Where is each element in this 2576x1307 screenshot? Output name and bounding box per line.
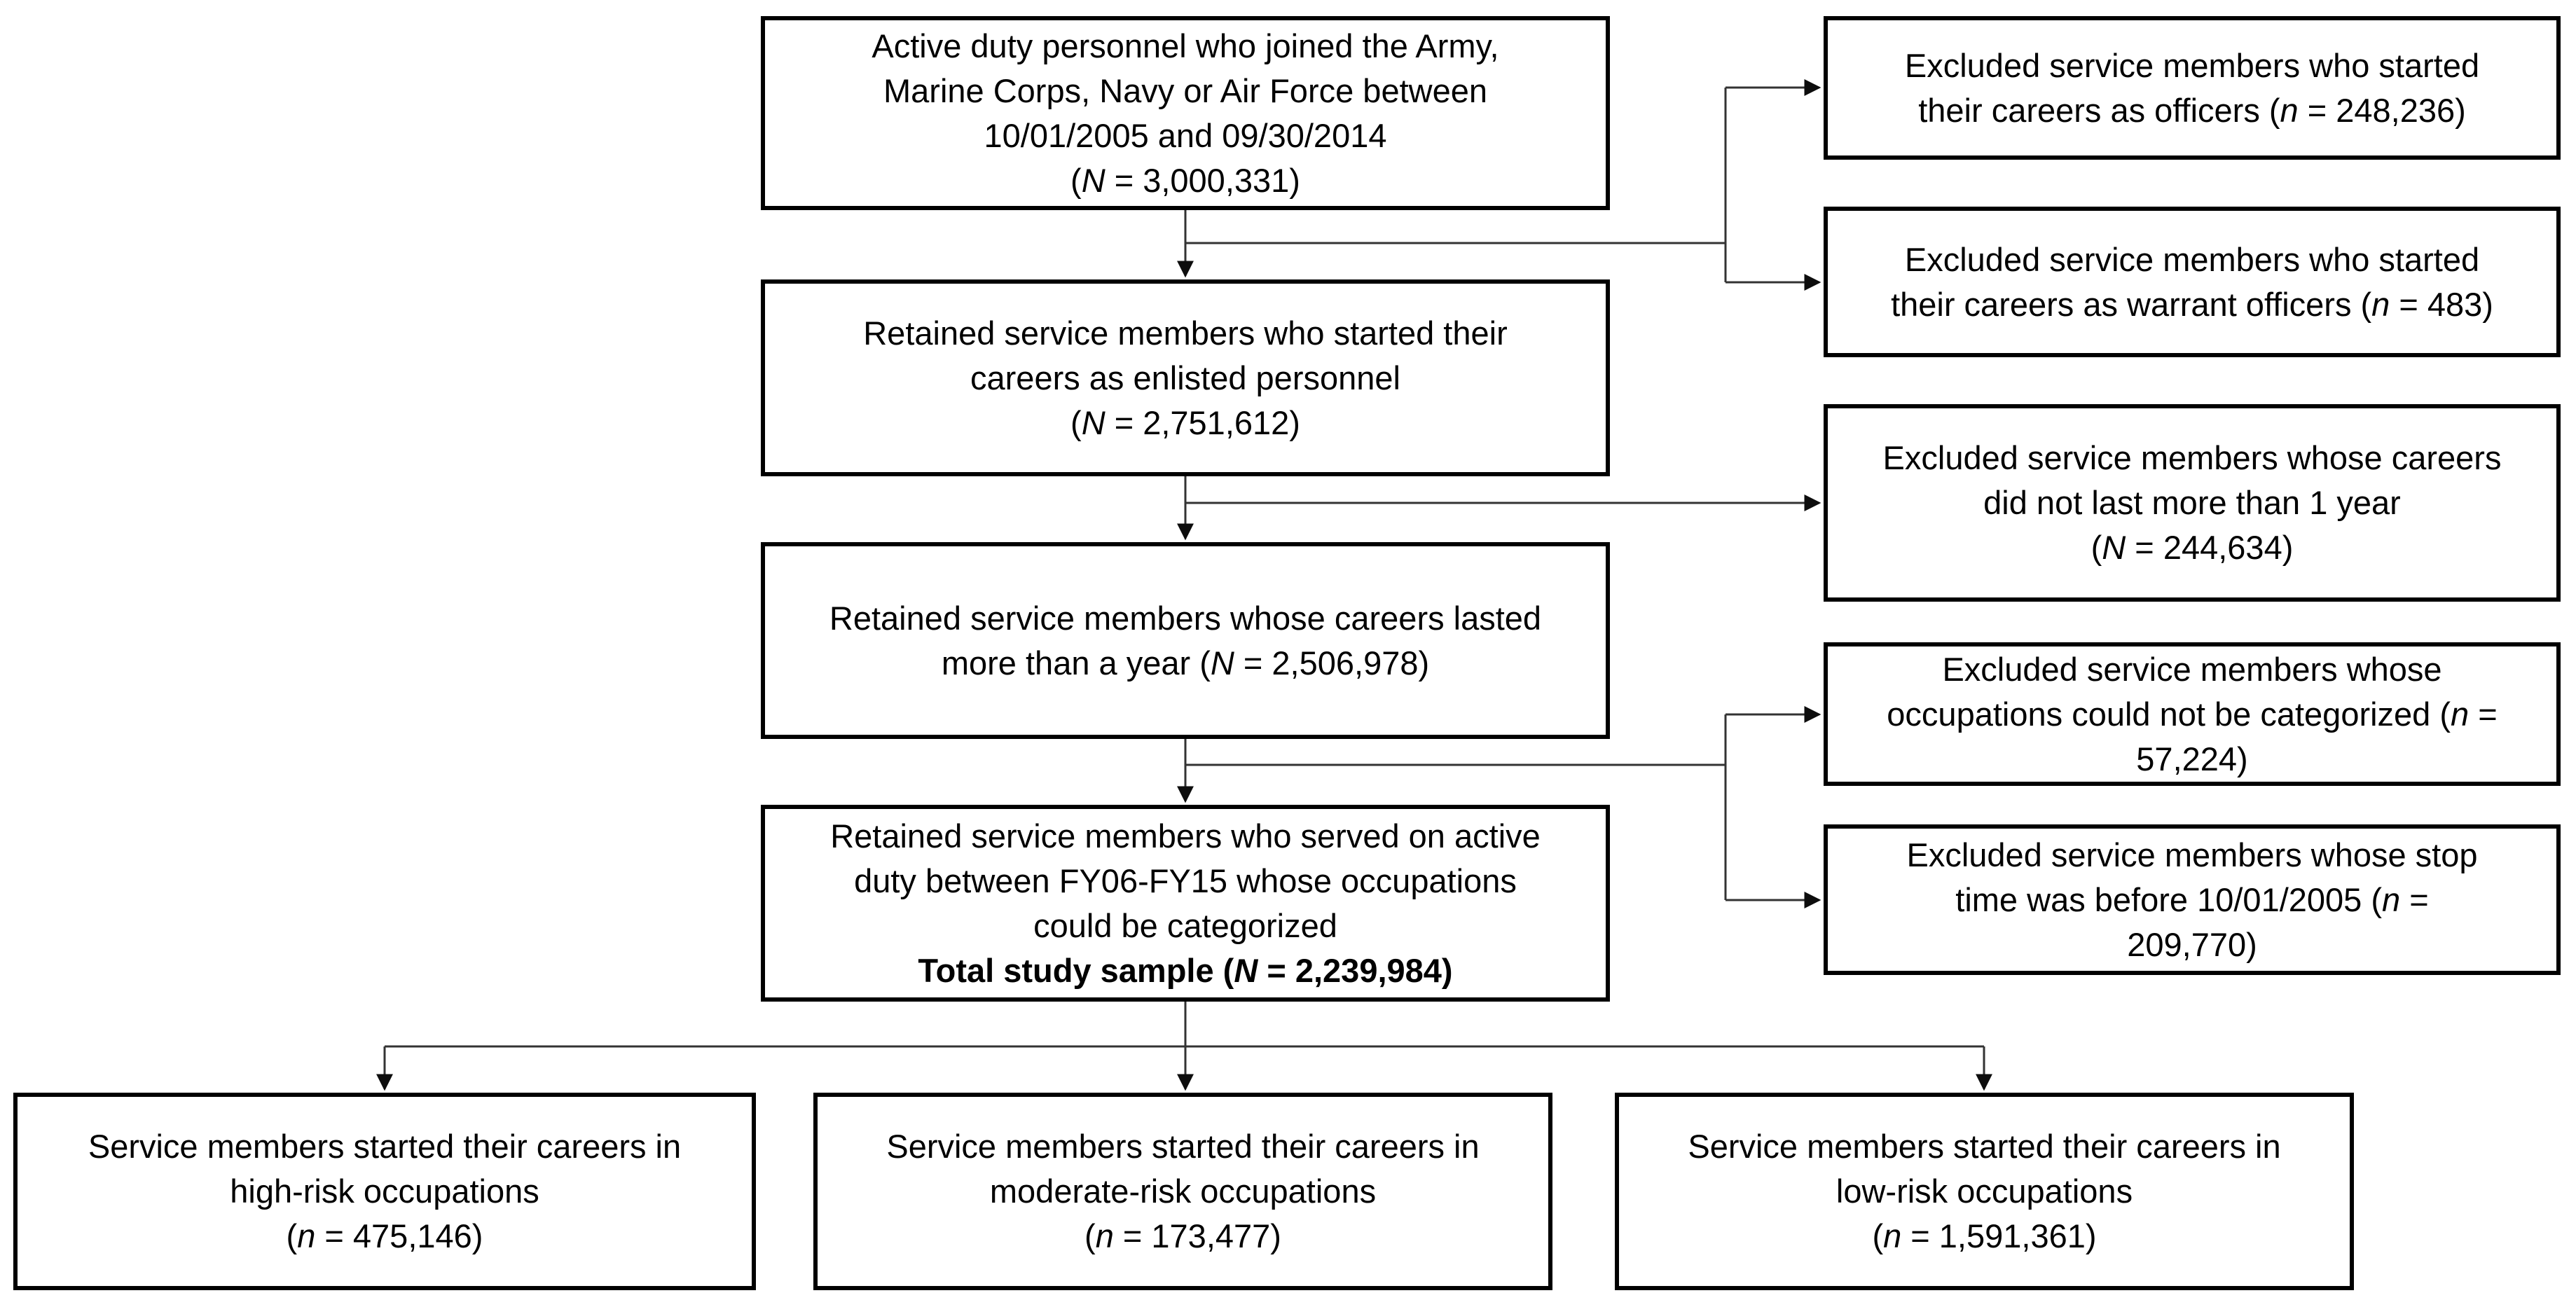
text-line: Service members started their careers in: [88, 1128, 682, 1165]
text-line: (n = 173,477): [1084, 1217, 1281, 1254]
box-total-study-sample: Retained service members who served on a…: [761, 805, 1610, 1002]
box-excluded-uncategorized-occupations: Excluded service members whose occupation…: [1824, 642, 2561, 786]
text-line: Excluded service members whose stop: [1906, 836, 2478, 873]
text-line: (n = 1,591,361): [1872, 1217, 2097, 1254]
text-line: Retained service members who served on a…: [830, 817, 1541, 855]
text-line: occupations could not be categorized (n …: [1887, 695, 2498, 733]
box-moderate-risk-occupations: Service members started their careers in…: [813, 1093, 1552, 1290]
text-line: careers as enlisted personnel: [970, 359, 1400, 396]
text-line: their careers as warrant officers (n = 4…: [1891, 285, 2493, 323]
box-high-risk-occupations: Service members started their careers in…: [13, 1093, 756, 1290]
box-excluded-short-careers: Excluded service members whose careers di…: [1824, 404, 2561, 602]
text-line: Excluded service members who started: [1904, 240, 2480, 278]
text-line: Active duty personnel who joined the Arm…: [872, 27, 1499, 64]
text-line: (N = 3,000,331): [1070, 161, 1300, 199]
text-line: Retained service members who started the…: [863, 314, 1508, 352]
text-line: more than a year (N = 2,506,978): [941, 644, 1430, 682]
text-line: Retained service members whose careers l…: [829, 599, 1542, 637]
box-excluded-officers: Excluded service members who started thei…: [1824, 16, 2561, 160]
text-line: high-risk occupations: [230, 1173, 539, 1210]
text-line: moderate-risk occupations: [989, 1173, 1377, 1210]
box-retained-career-length: Retained service members whose careers l…: [761, 542, 1610, 739]
box-retained-enlisted: Retained service members who started the…: [761, 279, 1610, 476]
text-line: (N = 2,751,612): [1070, 403, 1300, 441]
text-line: 209,770): [2127, 925, 2257, 963]
text-line: time was before 10/01/2005 (n =: [1955, 880, 2429, 918]
text-line: 57,224): [2136, 740, 2248, 777]
text-line: (n = 475,146): [286, 1217, 483, 1254]
text-line: their careers as officers (n = 248,236): [1918, 91, 2466, 129]
box-excluded-warrant-officers: Excluded service members who started thei…: [1824, 207, 2561, 357]
text-line: Excluded service members who started: [1904, 46, 2480, 84]
text-line: Service members started their careers in: [1688, 1128, 2281, 1165]
text-line: duty between FY06-FY15 whose occupations: [854, 862, 1517, 899]
box-excluded-stop-time: Excluded service members whose stop time …: [1824, 824, 2561, 975]
text-line: Excluded service members whose: [1942, 650, 2442, 688]
box-active-duty-personnel: Active duty personnel who joined the Arm…: [761, 16, 1610, 210]
text-line: Total study sample (N = 2,239,984): [918, 951, 1453, 989]
text-line: Service members started their careers in: [886, 1128, 1480, 1165]
text-line: did not last more than 1 year: [1983, 484, 2401, 521]
text-line: could be categorized: [1033, 906, 1337, 944]
box-low-risk-occupations: Service members started their careers in…: [1615, 1093, 2354, 1290]
text-line: (N = 244,634): [2091, 529, 2294, 566]
text-line: Excluded service members whose careers: [1882, 439, 2502, 476]
text-line: Marine Corps, Navy or Air Force between: [883, 71, 1487, 109]
text-line: low-risk occupations: [1835, 1173, 2133, 1210]
text-line: 10/01/2005 and 09/30/2014: [984, 116, 1387, 154]
